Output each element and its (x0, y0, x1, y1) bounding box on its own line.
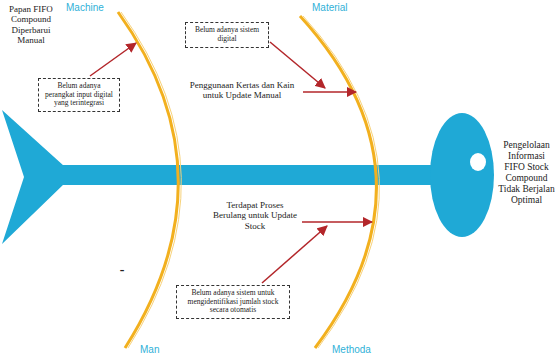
fish-eye (470, 153, 486, 171)
cause-box-text: Belum adanya sistem digital (190, 26, 264, 43)
cause-bone (300, 16, 376, 348)
cause-text: Papan FIFO Compound Diperbarui Manual (2, 4, 60, 45)
cause-box: Belum adanya perangkat input digital yan… (38, 78, 120, 112)
effect-text: Pengelolaan Informasi FIFO Stock Compoun… (497, 140, 556, 206)
effect-head: Pengelolaan Informasi FIFO Stock Compoun… (425, 95, 557, 255)
category-label: Material (312, 2, 372, 14)
category-label: Methoda (332, 344, 392, 356)
leader-arrow (302, 221, 372, 223)
cause-text: Terdapat Proses Berulang untuk Update St… (210, 200, 300, 231)
fish-tail (2, 110, 64, 244)
leader-arrow (262, 226, 327, 283)
leader-arrow (90, 43, 136, 76)
cause-bone (118, 12, 178, 348)
cause-box-text: Belum adanya perangkat input digital yan… (43, 82, 115, 108)
leader-arrow (303, 91, 356, 93)
cause-box: Belum adanya sistem untuk mengidentifika… (176, 285, 290, 319)
category-label: Machine (66, 2, 126, 14)
cause-box: Belum adanya sistem digital (185, 22, 269, 48)
cause-text: Penggunaan Kertas dan Kain untuk Update … (182, 80, 302, 101)
fish-head-shape (430, 113, 494, 237)
cause-bone-edge (121, 12, 181, 348)
category-label: Man (140, 344, 180, 356)
cause-box-text: Belum adanya sistem untuk mengidentifika… (181, 289, 285, 315)
cause-bone-edge (303, 16, 379, 348)
empty-cause-mark: - (114, 262, 130, 278)
fish-spine (58, 165, 468, 185)
